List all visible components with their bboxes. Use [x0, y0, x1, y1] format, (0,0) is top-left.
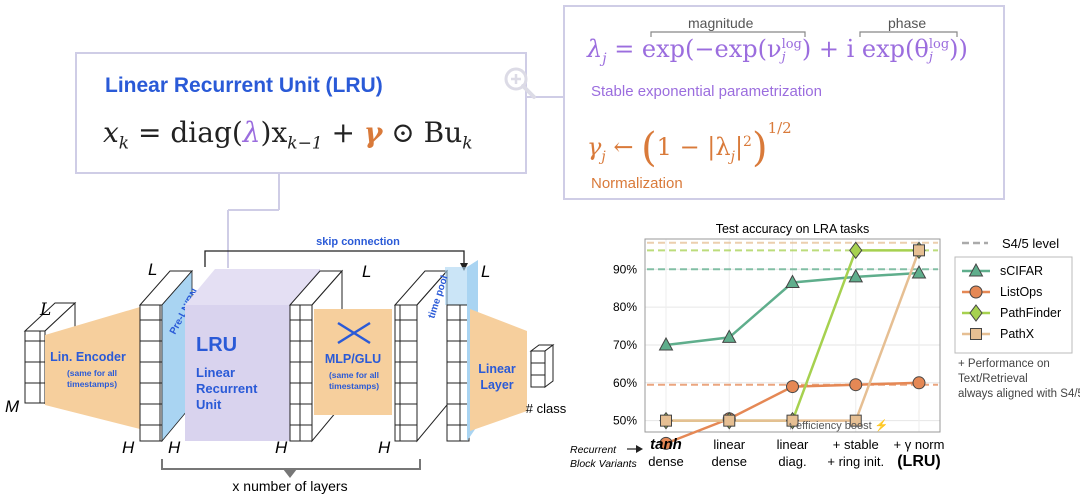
legend-marker-pathx [970, 328, 982, 340]
plot-frame [644, 238, 941, 433]
svg-text:Linear: Linear [478, 362, 516, 376]
point-pathfinder [849, 241, 863, 260]
variants-label: Block Variants [570, 458, 637, 470]
svg-text:H: H [378, 438, 391, 457]
n-class-label: # class [526, 401, 567, 416]
performance-note: Text/Retrieval [958, 373, 1028, 385]
phase-label: phase [888, 15, 927, 31]
point-scifar [658, 336, 674, 351]
legend-marker-pathfinder [969, 304, 983, 322]
point-pathx [660, 414, 672, 427]
chart-title: Test accuracy on LRA tasks [716, 222, 870, 236]
y-tick-label: 70% [613, 338, 637, 352]
legend-label-pathfinder: PathFinder [1000, 306, 1061, 320]
point-listops [659, 436, 673, 450]
linear-layer-shape [470, 309, 527, 431]
mlp-block [314, 309, 392, 415]
magnitude-label: magnitude [688, 15, 754, 31]
point-scifar [911, 265, 927, 279]
layers-bracket [161, 459, 421, 470]
y-tick-label: 80% [613, 300, 637, 314]
lambda-symbol: λ [242, 116, 261, 149]
variants-arrow-icon [636, 445, 643, 453]
point-listops [849, 378, 863, 392]
x-tick-label: tanh [650, 436, 682, 453]
mlp-label: MLP/GLU [325, 352, 381, 366]
zoom-in-icon[interactable] [503, 66, 537, 100]
encoder-label: Lin. Encoder [50, 350, 126, 364]
point-pathx [849, 414, 862, 427]
svg-text:H: H [275, 438, 288, 457]
legend-label-pathx: PathX [1000, 327, 1035, 341]
gamma-equation: γj ← (1 − |λj|2)1/2 [587, 119, 792, 171]
y-tick-label: 60% [613, 376, 637, 390]
x-tick-label: (LRU) [897, 453, 941, 470]
x-tick-label: diag. [778, 454, 806, 469]
gamma-symbol: γ [363, 116, 383, 149]
output-stack [529, 344, 555, 388]
skip-connection-label: skip connection [316, 236, 400, 248]
normalization-caption: Normalization [591, 175, 683, 192]
svg-text:Linear: Linear [196, 365, 235, 380]
lra-chart: Test accuracy on LRA tasks 50% 60% 70% 80% 90… [570, 222, 1080, 470]
y-tick-label: 50% [613, 414, 637, 428]
brace-marks [650, 31, 958, 37]
x-tick-label: dense [648, 454, 683, 469]
x-tick-label: + γ norm [894, 437, 945, 452]
svg-text:Recurrent: Recurrent [196, 381, 258, 396]
svg-text:H: H [168, 438, 181, 457]
svg-text:Unit: Unit [196, 397, 222, 412]
x-tick-label: + ring init. [827, 454, 884, 469]
x-tick-label: linear [713, 437, 745, 452]
legend-s45-label: S4/5 level [1002, 236, 1059, 251]
svg-text:Layer: Layer [480, 378, 513, 392]
svg-text:timestamps): timestamps) [67, 379, 117, 389]
point-pathx [786, 414, 799, 427]
performance-note: + Performance on [958, 358, 1050, 370]
lru-equation: xk = diag(λ)xk−1 + γ ⊙ Buk [103, 116, 473, 154]
lru-title: Linear Recurrent Unit (LRU) [105, 74, 383, 97]
lru-box: Linear Recurrent Unit (LRU) xk = diag(λ)… [75, 52, 527, 174]
stable-caption: Stable exponential parametrization [591, 83, 822, 100]
point-scifar [848, 268, 864, 283]
legend-marker-listops [969, 285, 983, 299]
point-scifar [785, 274, 800, 289]
point-listops [786, 380, 799, 394]
y-tick-label: 90% [613, 262, 637, 276]
svg-text:timestamps): timestamps) [329, 381, 379, 391]
stack1-L-symbol: L [148, 260, 157, 279]
variants-label: Recurrent [570, 444, 617, 456]
point-scifar [721, 329, 737, 343]
stack2-L-symbol: L [362, 262, 371, 281]
legend-label-scifar: sCIFAR [1000, 264, 1043, 278]
legend-marker-scifar [968, 262, 984, 277]
x-tick-label: + stable [833, 437, 879, 452]
lru-block-title: LRU [196, 334, 237, 356]
input-M-symbol: M [5, 397, 20, 416]
encoder-shape [45, 307, 140, 429]
legend-label-listops: ListOps [1000, 285, 1042, 299]
x-tick-label: dense [712, 454, 747, 469]
H-symbol: H [122, 438, 135, 457]
encoder-note: (same for all [67, 368, 117, 378]
skip-connection-line [204, 250, 465, 267]
point-pathx [913, 244, 925, 257]
hidden-stack-1 [138, 269, 194, 443]
input-L-symbol: L [39, 300, 51, 320]
x-tick-label: linear [777, 437, 809, 452]
point-listops [912, 376, 926, 390]
efficiency-boost-annotation: ↑ efficiency boost ⚡ [788, 419, 889, 432]
svg-text:(same for all: (same for all [329, 370, 379, 380]
point-pathx [723, 414, 736, 427]
architecture-diagram: skip connection L M Lin. Encoder (same f… [5, 236, 567, 494]
performance-note: always aligned with S4/5 [958, 388, 1080, 400]
layers-caption: x number of layers [232, 478, 347, 494]
stack3-L-symbol: L [481, 262, 490, 281]
